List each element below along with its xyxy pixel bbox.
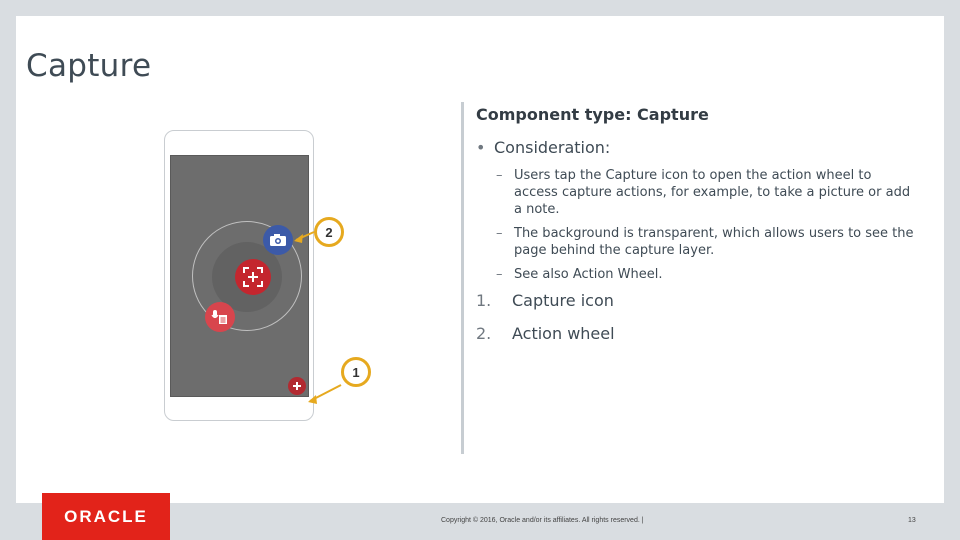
callout-two: 2 — [314, 217, 344, 247]
text-block: Component type: Capture • Consideration:… — [476, 105, 916, 357]
oracle-logo: ORACLE — [42, 493, 170, 540]
item-number: 1. — [476, 291, 492, 310]
sub-item: – See also Action Wheel. — [496, 266, 916, 283]
dash-marker: – — [496, 168, 503, 183]
page-number: 13 — [908, 517, 916, 524]
sub-item-text: See also Action Wheel. — [514, 267, 663, 282]
sub-item: – Users tap the Capture icon to open the… — [496, 167, 916, 218]
bullet-marker: • — [476, 138, 486, 157]
capture-button[interactable] — [235, 259, 271, 295]
capture-icon-button[interactable] — [288, 377, 306, 395]
camera-action-button[interactable] — [263, 225, 293, 255]
sub-item: – The background is transparent, which a… — [496, 225, 916, 259]
item-label: Action wheel — [512, 324, 615, 343]
action-wheel-orbit — [192, 221, 302, 331]
copyright-text: Copyright © 2016, Oracle and/or its affi… — [441, 517, 644, 524]
sub-item-text: Users tap the Capture icon to open the a… — [514, 168, 911, 217]
sub-list: – Users tap the Capture icon to open the… — [476, 167, 916, 283]
logo-text: ORACLE — [64, 506, 148, 526]
note-action-button[interactable] — [205, 302, 235, 332]
numbered-item: 2. Action wheel — [476, 324, 916, 357]
slide-title: Capture — [26, 48, 152, 84]
dash-marker: – — [496, 226, 503, 241]
divider-line — [461, 102, 464, 454]
numbered-item: 1. Capture icon — [476, 291, 916, 324]
sub-item-text: The background is transparent, which all… — [514, 226, 914, 258]
callout-1-arrow — [308, 395, 317, 404]
camera-icon — [270, 234, 286, 246]
mic-note-icon — [211, 310, 227, 324]
dash-marker: – — [496, 267, 503, 282]
item-label: Capture icon — [512, 291, 614, 310]
small-plus-icon — [293, 382, 301, 390]
item-number: 2. — [476, 324, 492, 343]
bullet-consideration: • Consideration: — [476, 138, 916, 157]
callout-2-arrow — [294, 234, 303, 243]
capture-plus-icon — [243, 267, 263, 287]
component-heading: Component type: Capture — [476, 105, 709, 124]
bullet-label: Consideration: — [494, 138, 611, 157]
callout-one: 1 — [341, 357, 371, 387]
numbered-list: 1. Capture icon 2. Action wheel — [476, 291, 916, 357]
